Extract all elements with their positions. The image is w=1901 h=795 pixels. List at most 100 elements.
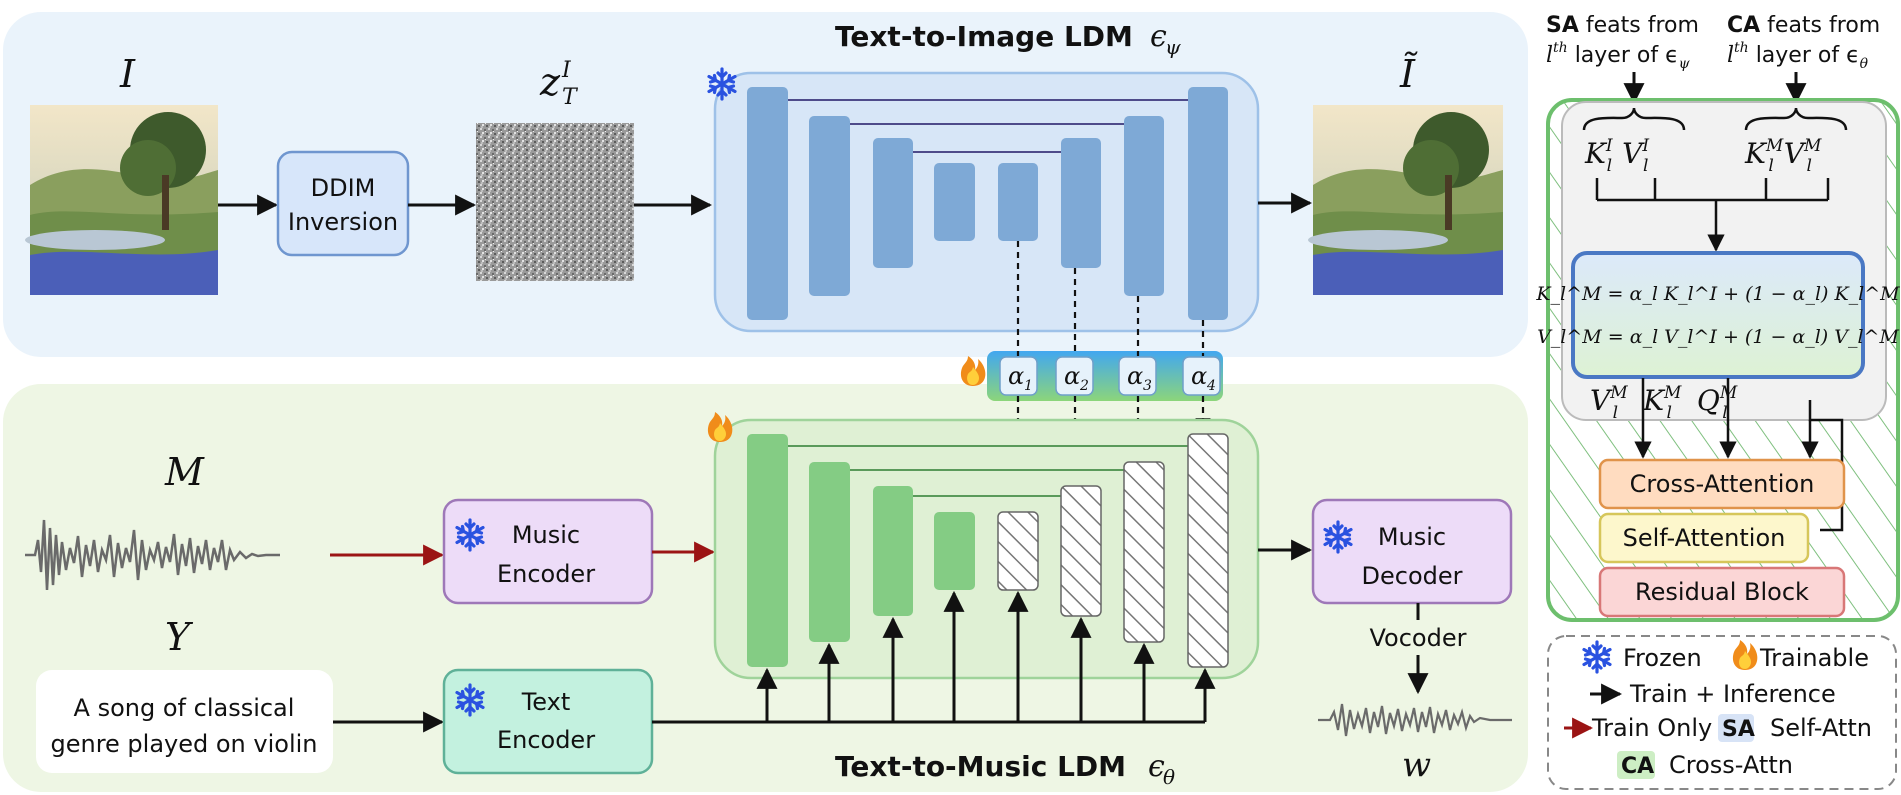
image-unet-down-1 [747,87,788,320]
alpha-1-sub: 1 [1024,378,1033,394]
alpha-1: α [1008,362,1024,390]
input-image [25,105,218,295]
cross-attention-label: Cross-Attention [1630,470,1815,498]
text-encoder-line2: Encoder [497,726,595,754]
sa-feats-line2: lth layer of ϵψ [1546,40,1691,72]
alpha-2-sub: 2 [1079,378,1089,394]
image-unet-down-2 [809,116,850,296]
legend-ca-label: Cross-Attn [1669,751,1793,779]
equation-k: K_l^M = α_l K_l^I + (1 − α_l) K_l^M [1535,283,1900,305]
music-unet-down-1 [747,434,788,667]
sa-text1: feats from [1579,13,1699,38]
music-unet-down-2 [809,462,850,642]
image-unet-mid-1 [934,163,975,241]
image-unet-down-3 [873,138,913,268]
output-image [1308,105,1503,295]
ddim-inversion-box [276,150,410,257]
top-title-symbol-sub: ψ [1165,35,1181,59]
residual-block-box [1598,566,1846,618]
ca-l: l [1727,43,1734,68]
bottom-title-symbol-sub: θ [1163,765,1175,789]
top-title-symbol: ϵ [1150,19,1167,54]
sa-brace [1582,107,1686,131]
music-unet-down-3 [873,486,913,616]
music-unet-up-2 [1123,461,1165,643]
music-encoder-line1: Music [512,521,580,549]
sa-text2: layer of ϵ [1568,43,1679,68]
latent-label: z [539,60,561,104]
ddim-label-line1: DDIM [311,174,376,202]
legend-box [1547,635,1897,790]
music-decoder-box [1311,498,1513,605]
image-unet-container [713,71,1260,333]
image-unet-up-2 [1124,116,1164,296]
alpha-4: α [1191,362,1207,390]
music-unet-mid-2 [997,511,1039,591]
trainable-icon-alphas [960,356,986,386]
self-attention-label: Self-Attention [1623,524,1786,552]
bottom-title-symbol: ϵ [1148,749,1165,784]
sa-th: th [1553,40,1568,56]
legend-sa-tag-bg [1718,714,1754,742]
ca-feats-line2: lth layer of ϵθ [1727,40,1869,72]
alpha-bar [987,351,1223,401]
text-label: Y [165,615,194,659]
music-decoder-line2: Decoder [1362,562,1463,590]
output-image-label: Ĩ [1399,52,1418,96]
legend-sa-tag: SA [1722,717,1755,742]
bottom-title: Text-to-Music LDM [835,750,1126,783]
ca-brace [1744,107,1848,131]
image-unet-up-3 [1188,87,1228,320]
music-encoder-line2: Encoder [497,560,595,588]
music-decoder-line1: Music [1378,523,1446,551]
self-attention-box [1598,512,1810,564]
text-prompt-box [36,670,333,773]
ca-tag: CA [1727,13,1760,38]
vocoder-label: Vocoder [1370,624,1467,652]
kv-merge-lines [1595,178,1830,252]
cross-attention-box [1598,458,1846,510]
latent-label-sub: T [562,85,579,110]
music-unet-blocks [747,433,1229,668]
ca-th: th [1734,40,1749,56]
ca-text2: layer of ϵ [1749,43,1860,68]
qkv-arrows [1634,378,1844,532]
music-unet-container [713,418,1260,680]
equation-v: V_l^M = α_l V_l^I + (1 − α_l) V_l^M [1537,326,1899,348]
music-unet-up-3 [1187,433,1229,668]
ddim-label-line2: Inversion [288,208,398,236]
alpha-4-sub: 4 [1206,378,1216,394]
equation-box [1571,251,1865,379]
legend-trainable-label: Trainable [1759,644,1869,672]
music-unet-up-1 [1060,485,1102,617]
alpha-2: α [1064,362,1080,390]
legend-ca-tag-bg [1617,751,1655,779]
text-encoder-box [442,668,654,775]
text-prompt-line1: A song of classical [74,694,295,722]
ca-text1: feats from [1760,13,1880,38]
legend-train-only-label: Train Only [1591,714,1712,742]
ca-theta: θ [1860,56,1869,72]
alpha-3-sub: 3 [1143,378,1152,394]
top-title: Text-to-Image LDM [835,20,1133,53]
ca-feats-line1: CA feats from [1727,13,1880,38]
music-unet-skip-lines [788,445,1188,497]
text-encoder-line1: Text [521,688,571,716]
music-unet-mid-1 [934,512,975,590]
output-audio-label: w [1402,745,1431,785]
sa-feats-line1: SA feats from [1546,13,1699,38]
sa-l: l [1546,43,1553,68]
input-image-label: I [119,52,136,96]
legend-ca-tag: CA [1621,754,1654,779]
residual-block-label: Residual Block [1635,578,1809,606]
output-waveform [1318,703,1512,737]
sa-tag: SA [1546,13,1579,38]
latent-label-sup: I [561,58,572,83]
alpha-3: α [1127,362,1143,390]
image-unet-blocks [747,87,1228,320]
legend-train-inference-label: Train + Inference [1629,680,1836,708]
noise-latent [476,123,634,281]
legend-sa-label: Self-Attn [1770,714,1872,742]
